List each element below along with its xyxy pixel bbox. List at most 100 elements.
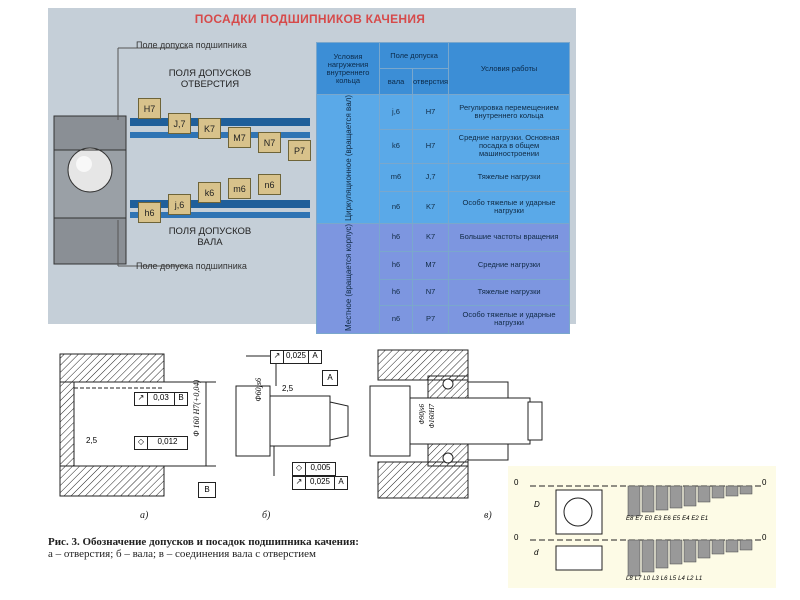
hole-field-h7: H7	[138, 98, 161, 119]
roughness-a: 2,5	[86, 436, 98, 445]
drawing-a-hole	[59, 353, 216, 497]
tolerance-frame-b-runout: ↗ 0,025 A	[292, 476, 348, 490]
frame-value: 0,025	[284, 351, 309, 363]
group-circulating: Циркуляционное (вращается вал)	[316, 94, 380, 224]
lower-field-labels: L8 L7 L0 L3 L6 L5 L4 L2 L1	[626, 576, 766, 582]
dimension-a: Φ 160 H7(+0,04)	[192, 380, 201, 437]
group-local-label: Местное (вращается корпус)	[343, 223, 353, 331]
group-circulating-label: Циркуляционное (вращается вал)	[343, 95, 353, 221]
shaft-field-k6: k6	[198, 182, 221, 203]
table-cell: h6	[379, 250, 413, 280]
field-label: L7	[634, 576, 642, 582]
hole-fields-caption-line1: ПОЛЯ ДОПУСКОВ	[168, 68, 252, 79]
drawing-b-shaft	[235, 355, 349, 476]
frame-value: 0,012	[157, 437, 178, 446]
drawing-v-assembly	[369, 349, 543, 499]
panel-title: ПОСАДКИ ПОДШИПНИКОВ КАЧЕНИЯ	[194, 12, 426, 26]
header-hole: отверстия	[411, 68, 450, 95]
table-cell: M7	[411, 250, 450, 280]
field-label: E0	[644, 516, 653, 522]
tolerance-frame-a1: ↗ 0,03 B	[134, 392, 188, 406]
field-label: L5	[669, 576, 677, 582]
dimension-v2: Φ160H7	[428, 404, 436, 429]
table-cell: m6	[379, 163, 413, 192]
table-cell: H7	[411, 128, 450, 164]
field-label: E6	[663, 516, 671, 522]
shaft-field-js6: j,6	[168, 194, 191, 215]
figure-letter-b: б)	[262, 510, 271, 521]
field-label: L1	[695, 576, 703, 582]
shaft-zero-bar	[130, 200, 310, 208]
field-label: L8	[626, 576, 633, 582]
figure-caption: Рис. 3. Обозначение допусков и посадок п…	[48, 536, 468, 560]
caption-line2: а – отверстия; б – вала; в – соединения …	[48, 548, 316, 560]
shaft-field-n6: n6	[258, 174, 281, 195]
hole-fields-caption-line2: ОТВЕРСТИЯ	[180, 79, 240, 90]
field-label: L0	[643, 576, 651, 582]
shaft-bearing-bar	[130, 212, 310, 218]
table-cell: K7	[411, 190, 450, 224]
table-cell: Средние нагрузки. Основная посадка в общ…	[448, 128, 570, 164]
cylindricity-icon: ◇	[293, 463, 306, 475]
shaft-fields-caption: ПОЛЯ ДОПУСКОВ ВАЛА	[150, 226, 270, 248]
header-work: Условия работы	[448, 42, 570, 95]
datum-b-box: B	[198, 482, 216, 498]
field-label: E3	[654, 516, 662, 522]
header-tolerance: Поле допуска	[378, 42, 450, 69]
hole-field-p7: P7	[288, 140, 311, 161]
shaft-field-h6: h6	[138, 202, 161, 223]
frame-value: 0,025	[306, 477, 335, 489]
zero-mark: 0	[514, 478, 519, 487]
table-cell: H7	[411, 94, 450, 130]
table-cell: Регулировка перемещением внутреннего кол…	[448, 94, 570, 130]
runout-icon: ↗	[135, 393, 148, 405]
hole-field-k7: K7	[198, 118, 221, 139]
tolerance-frame-a2: ◇ 0,012	[134, 436, 188, 450]
frame-value: 0,005	[310, 463, 331, 472]
hole-field-m7: M7	[228, 127, 251, 148]
table-cell: n6	[379, 304, 413, 334]
runout-icon: ↗	[271, 351, 284, 363]
table-cell: Тяжелые нагрузки	[448, 163, 570, 192]
runout-icon: ↗	[293, 477, 306, 489]
table-cell: J,7	[411, 163, 450, 192]
field-label: L2	[686, 576, 694, 582]
shaft-field-m6: m6	[228, 178, 251, 199]
tolerance-diagram-lines	[530, 485, 764, 577]
tolerance-frame-b-top: ↗ 0,025 A	[270, 350, 322, 364]
hole-field-n7: N7	[258, 132, 281, 153]
bearing-tolerance-label-bottom: Поле допуска подшипника	[136, 261, 247, 271]
dimension-v1: Φ90js6	[418, 404, 426, 425]
leader-lines	[117, 47, 188, 267]
bearing-section-icon	[53, 115, 127, 265]
label-d-upper: D	[534, 500, 540, 509]
table-cell: Особо тяжелые и ударные нагрузки	[448, 304, 570, 334]
tolerance-frame-b-round: ◇ 0,005	[292, 462, 336, 476]
table-cell: N7	[411, 278, 450, 306]
field-label: E8	[626, 516, 634, 522]
table-cell: K7	[411, 222, 450, 252]
shaft-fields-caption-line1: ПОЛЯ ДОПУСКОВ	[168, 226, 252, 237]
table-cell: n6	[379, 190, 413, 224]
table-cell: Средние нагрузки	[448, 250, 570, 280]
frame-datum: B	[178, 393, 184, 402]
field-label: L4	[678, 576, 685, 582]
header-shaft: вала	[379, 68, 413, 95]
table-cell: P7	[411, 304, 450, 334]
cylindricity-icon: ◇	[135, 437, 148, 449]
bearing-tolerance-label-top: Поле допуска подшипника	[136, 40, 247, 50]
upper-field-labels: E8 E7 E0 E3 E6 E5 E4 E2 E1	[626, 516, 766, 522]
table-cell: j,6	[379, 94, 413, 130]
table-cell: h6	[379, 222, 413, 252]
datum-a-box: A	[322, 370, 338, 386]
caption-line1: Рис. 3. Обозначение допусков и посадок п…	[48, 536, 359, 548]
zero-mark: 0	[514, 533, 519, 542]
frame-value: 0,03	[148, 393, 175, 405]
zero-mark: 0	[762, 533, 767, 542]
frame-datum: A	[312, 351, 318, 360]
field-label: E4	[682, 516, 690, 522]
field-label: L3	[652, 576, 659, 582]
group-local: Местное (вращается корпус)	[316, 222, 380, 334]
field-label: L6	[660, 576, 668, 582]
field-label: E2	[691, 516, 699, 522]
